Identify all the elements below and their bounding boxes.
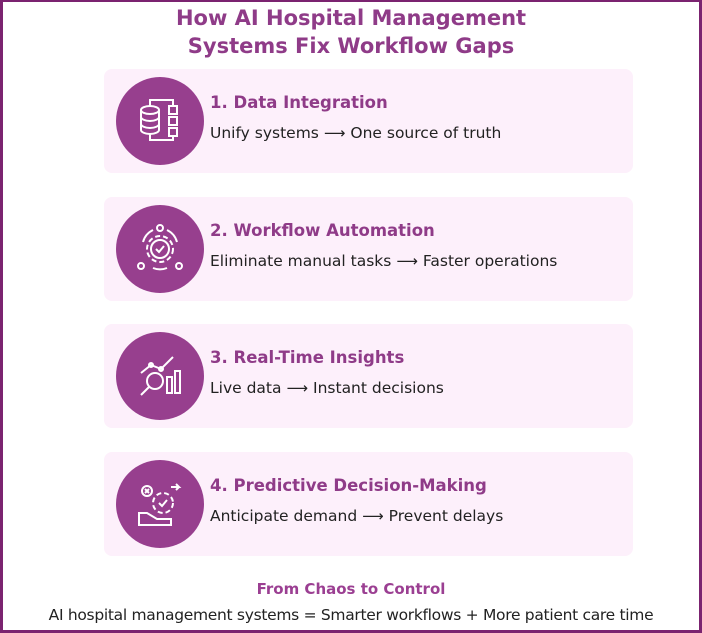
from-text: Anticipate demand — [210, 507, 358, 525]
to-text: Prevent delays — [388, 507, 504, 525]
predictive-gear-icon — [116, 460, 204, 548]
arrow-icon: ⟶ — [396, 252, 418, 270]
card-description: Unify systems⟶One source of truth — [210, 124, 501, 142]
card-title: 3. Real-Time Insights — [210, 348, 405, 367]
title-line-2: Systems Fix Workflow Gaps — [187, 34, 515, 58]
arrow-icon: ⟶ — [362, 507, 384, 525]
analytics-chart-icon — [116, 332, 204, 420]
card-data-integration: 1. Data Integration Unify systems⟶One so… — [104, 69, 633, 173]
arrow-icon: ⟶ — [323, 124, 346, 142]
from-text: Live data — [210, 379, 282, 397]
footer-summary: AI hospital management systems = Smarter… — [48, 606, 654, 624]
automation-gear-icon — [116, 205, 204, 293]
card-title: 4. Predictive Decision-Making — [210, 476, 487, 495]
arrow-icon: ⟶ — [286, 379, 309, 397]
card-title: 2. Workflow Automation — [210, 221, 435, 240]
to-text: One source of truth — [350, 124, 502, 142]
card-predictive-decision-making: 4. Predictive Decision-Making Anticipate… — [104, 452, 633, 556]
card-description: Eliminate manual tasks⟶Faster operations — [210, 252, 557, 270]
card-description: Live data⟶Instant decisions — [210, 379, 444, 397]
database-integration-icon — [116, 77, 204, 165]
from-text: Unify systems — [210, 124, 319, 142]
card-real-time-insights: 3. Real-Time Insights Live data⟶Instant … — [104, 324, 633, 428]
card-title: 1. Data Integration — [210, 93, 388, 112]
page-title: How AI Hospital Management Systems Fix W… — [0, 4, 702, 60]
to-text: Faster operations — [422, 252, 558, 270]
title-line-1: How AI Hospital Management — [175, 6, 527, 30]
to-text: Instant decisions — [313, 379, 444, 397]
card-description: Anticipate demand⟶Prevent delays — [210, 507, 503, 525]
from-text: Eliminate manual tasks — [210, 252, 392, 270]
footer-heading: From Chaos to Control — [256, 580, 446, 598]
card-workflow-automation: 2. Workflow Automation Eliminate manual … — [104, 197, 633, 301]
